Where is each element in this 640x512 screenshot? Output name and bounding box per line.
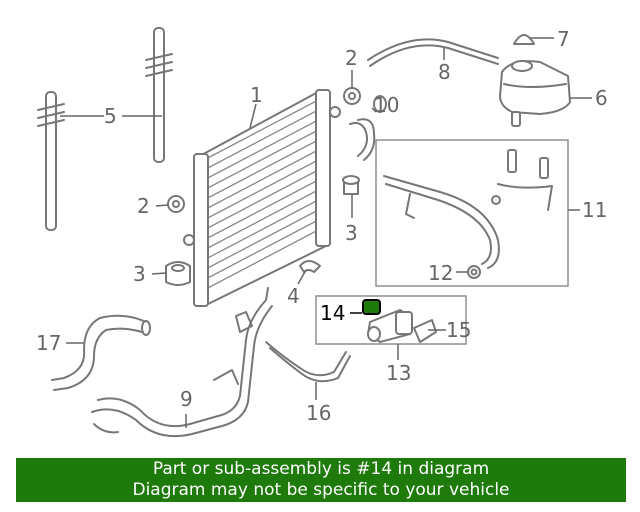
elbow-hose-end <box>373 95 387 113</box>
overflow-hose-edge <box>369 44 499 67</box>
insulator-part <box>165 175 360 286</box>
highlighted-part-14 <box>362 299 381 315</box>
callout-6: 6 <box>595 86 608 110</box>
callout-3-lower: 3 <box>133 262 146 286</box>
upper-hose-edge <box>53 327 149 391</box>
overflow-hose-part <box>367 38 499 61</box>
leader-lines <box>60 37 592 428</box>
assembly-13-box <box>315 295 467 345</box>
notice-banner: Part or sub-assembly is #14 in diagram D… <box>16 458 626 502</box>
callout-15: 15 <box>446 318 471 342</box>
bypass-hose-part <box>265 341 347 377</box>
banner-line-disclaimer: Diagram may not be specific to your vehi… <box>132 480 510 500</box>
callout-16: 16 <box>306 401 331 425</box>
elbow-hose-part <box>349 118 376 161</box>
callout-7: 7 <box>557 27 570 51</box>
exploded-parts-diagram: 1 2 2 3 3 4 5 6 7 8 9 10 11 12 13 14 15 … <box>36 27 608 438</box>
assembly-11-box <box>375 139 569 287</box>
sensor-part <box>413 319 437 343</box>
lower-hose-part <box>91 287 273 438</box>
callout-13: 13 <box>386 361 411 385</box>
callout-11: 11 <box>582 198 607 222</box>
o-ring-part <box>467 265 481 279</box>
callout-8: 8 <box>438 60 451 84</box>
clip-part <box>299 260 321 273</box>
callout-9: 9 <box>180 387 193 411</box>
reservoir-cap-part <box>513 34 535 45</box>
coolant-reservoir-part <box>499 60 571 127</box>
mount-part <box>167 87 361 213</box>
upper-hose-end <box>141 320 151 336</box>
coolant-pipe-part <box>383 149 553 269</box>
banner-line-part: Part or sub-assembly is #14 in diagram <box>152 459 490 479</box>
bypass-hose-edge <box>269 347 351 383</box>
upper-hose-part <box>51 314 147 381</box>
o-ring-hole <box>470 268 478 276</box>
callout-4: 4 <box>287 284 300 308</box>
thermostat-housing-part <box>367 309 413 343</box>
callout-1: 1 <box>250 83 263 107</box>
callout-3-upper: 3 <box>345 221 358 245</box>
shroud-bracket-part <box>37 27 173 231</box>
callout-10: 10 <box>374 93 399 117</box>
callout-2-upper: 2 <box>345 46 358 70</box>
callout-2-lower: 2 <box>137 194 150 218</box>
callout-14: 14 <box>320 301 345 325</box>
radiator-part <box>183 89 341 307</box>
callout-17: 17 <box>36 331 61 355</box>
callout-5: 5 <box>104 104 117 128</box>
callout-12: 12 <box>428 261 453 285</box>
